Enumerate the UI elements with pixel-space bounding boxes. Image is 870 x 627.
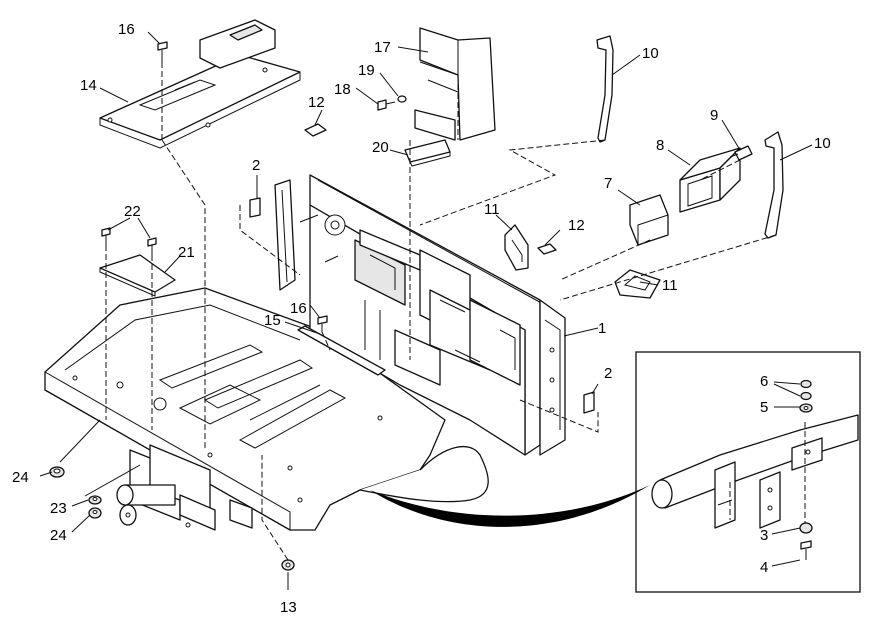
callout-17: 17 xyxy=(374,39,391,56)
small-plate-part xyxy=(99,254,176,297)
callout-14: 14 xyxy=(80,77,97,94)
callout-16-mid: 16 xyxy=(290,300,307,317)
callout-3: 3 xyxy=(760,527,768,544)
handle-part-upper xyxy=(504,224,529,271)
screw-part-16-top xyxy=(157,41,168,62)
callout-24-upper: 24 xyxy=(12,469,29,486)
callout-11-upper: 11 xyxy=(484,201,500,218)
callout-12-upper: 12 xyxy=(308,94,325,111)
clip-part-upper xyxy=(304,123,327,137)
callout-23: 23 xyxy=(50,500,67,517)
callout-9: 9 xyxy=(710,107,718,124)
screw-part-22b xyxy=(147,237,157,255)
washer-part-19 xyxy=(397,95,407,103)
callout-10-lower: 10 xyxy=(814,135,831,152)
washer-part-23 xyxy=(88,495,102,505)
square-sleeve-part xyxy=(679,147,741,213)
callout-10-upper: 10 xyxy=(642,45,659,62)
callout-16-top: 16 xyxy=(118,21,135,38)
detail-inset xyxy=(635,351,861,593)
callout-24-lower: 24 xyxy=(50,527,67,544)
callout-2-lower: 2 xyxy=(604,365,612,382)
callout-labels: 1 2 2 3 4 5 6 7 8 9 10 10 11 11 12 12 13… xyxy=(12,21,831,616)
callout-2-upper: 2 xyxy=(252,157,260,174)
callout-12-lower: 12 xyxy=(568,217,585,234)
callout-11-lower: 11 xyxy=(662,277,678,294)
callout-6: 6 xyxy=(760,373,768,390)
main-frame-part xyxy=(44,174,566,531)
nut-part-24a xyxy=(49,466,65,478)
nut-part-24b xyxy=(88,507,102,519)
assembly-guide-lines xyxy=(105,62,777,561)
screw-part-16-mid xyxy=(317,315,328,332)
callout-20: 20 xyxy=(372,139,389,156)
callout-21: 21 xyxy=(178,244,195,261)
callout-5: 5 xyxy=(760,399,768,416)
nut-part-13 xyxy=(281,559,295,571)
screw-part-18 xyxy=(377,99,396,111)
callout-13: 13 xyxy=(280,599,297,616)
handle-part-lower xyxy=(614,269,661,299)
long-rod-part xyxy=(297,325,386,376)
callout-8: 8 xyxy=(656,137,664,154)
callout-4: 4 xyxy=(760,559,768,576)
callout-19: 19 xyxy=(358,62,375,79)
screw-part-22a xyxy=(101,227,111,245)
leader-lines xyxy=(39,31,813,590)
callout-1: 1 xyxy=(598,320,606,337)
top-cover-plate-part xyxy=(99,19,301,149)
rubber-block-part xyxy=(404,139,451,167)
rod-part-upper xyxy=(596,35,614,143)
tab-part-lower xyxy=(583,391,595,414)
callout-7: 7 xyxy=(604,175,612,192)
detail-arrow xyxy=(370,485,650,527)
rod-part-lower xyxy=(764,131,784,239)
callout-22: 22 xyxy=(124,203,141,220)
upright-bracket-part xyxy=(414,27,496,141)
bolt-part-9 xyxy=(729,145,753,161)
end-cap-part xyxy=(629,194,669,246)
tab-part-upper xyxy=(249,197,261,218)
clip-part-lower xyxy=(537,243,557,255)
callout-18: 18 xyxy=(334,81,351,98)
callout-15: 15 xyxy=(264,312,281,329)
